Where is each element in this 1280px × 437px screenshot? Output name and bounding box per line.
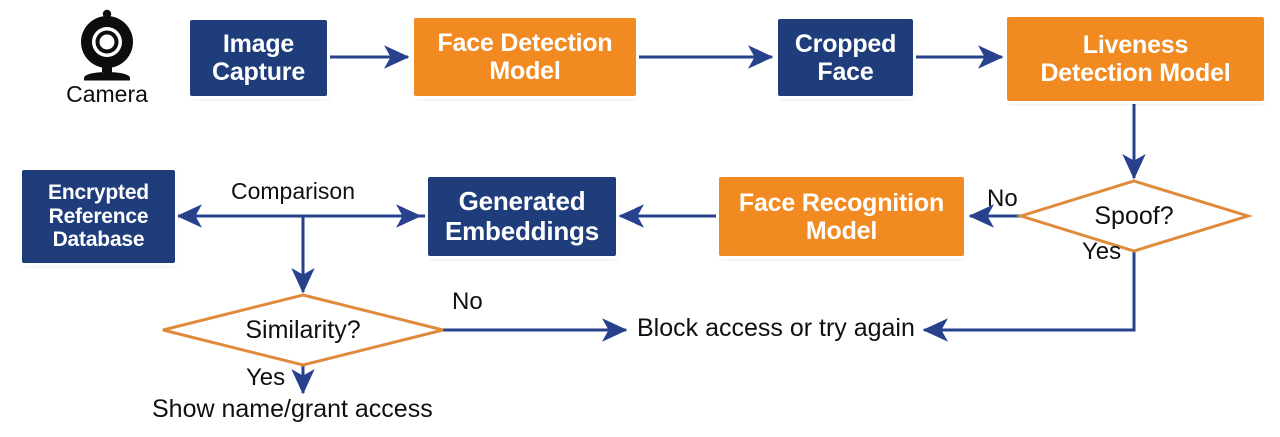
node-encrypted-reference-database[interactable]: Encrypted Reference Database: [22, 170, 175, 263]
node-face-detection-model[interactable]: Face Detection Model: [414, 18, 636, 96]
node-face-recognition-line-1: Face Recognition: [738, 188, 945, 217]
terminal-block-access: Block access or try again: [637, 314, 915, 342]
edge-label-comparison: Comparison: [231, 178, 355, 204]
terminal-grant-access: Show name/grant access: [152, 395, 433, 423]
node-generated-embeddings[interactable]: Generated Embeddings: [428, 177, 616, 256]
node-image-capture-line-1: Image: [222, 30, 295, 58]
camera-group: Camera: [52, 8, 162, 108]
node-image-capture-line-2: Capture: [211, 58, 306, 86]
decision-similarity-label[interactable]: Similarity?: [245, 315, 361, 344]
node-face-detection-line-2: Model: [489, 57, 561, 85]
edge-label-similarity-no: No: [452, 288, 483, 315]
node-reference-db-line-3: Database: [52, 228, 145, 252]
node-liveness-line-1: Liveness: [1082, 31, 1189, 59]
webcam-icon: [81, 9, 133, 81]
node-cropped-face[interactable]: Cropped Face: [778, 19, 913, 96]
node-liveness-line-2: Detection Model: [1040, 59, 1231, 87]
node-face-detection-line-1: Face Detection: [437, 29, 613, 57]
node-face-recognition-line-2: Model: [805, 216, 878, 245]
node-face-recognition-model[interactable]: Face Recognition Model: [719, 177, 964, 256]
node-generated-embeddings-line-1: Generated: [458, 186, 586, 217]
node-liveness-detection-model[interactable]: Liveness Detection Model: [1007, 17, 1264, 101]
node-cropped-face-line-2: Face: [817, 57, 874, 86]
node-generated-embeddings-line-2: Embeddings: [444, 215, 599, 246]
node-reference-db-line-2: Reference: [48, 204, 149, 228]
edge-label-spoof-yes: Yes: [1082, 238, 1122, 265]
node-image-capture[interactable]: Image Capture: [190, 20, 327, 96]
node-cropped-face-line-1: Cropped: [794, 29, 897, 58]
node-reference-db-line-1: Encrypted: [48, 181, 149, 205]
edge-label-spoof-no: No: [987, 185, 1018, 212]
edge-label-similarity-yes: Yes: [246, 364, 286, 391]
camera-caption: Camera: [66, 81, 148, 107]
decision-spoof-label[interactable]: Spoof?: [1094, 201, 1174, 230]
